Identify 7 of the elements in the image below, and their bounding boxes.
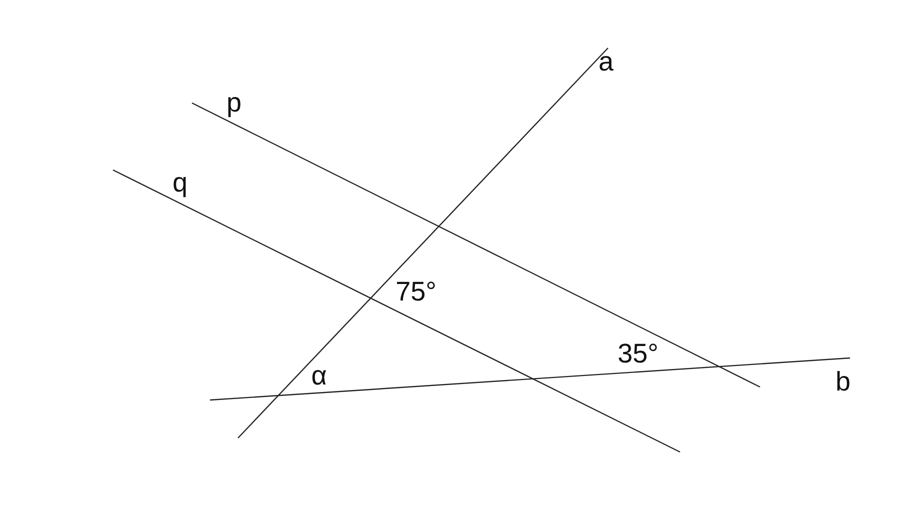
line-label: b [835, 368, 851, 396]
line-label: a [598, 48, 614, 76]
angle-label: α [311, 362, 327, 390]
line-label: q [172, 170, 188, 196]
angle-label: 35° [618, 340, 658, 368]
line-label: p [226, 90, 242, 116]
angle-label: 75° [396, 278, 436, 306]
